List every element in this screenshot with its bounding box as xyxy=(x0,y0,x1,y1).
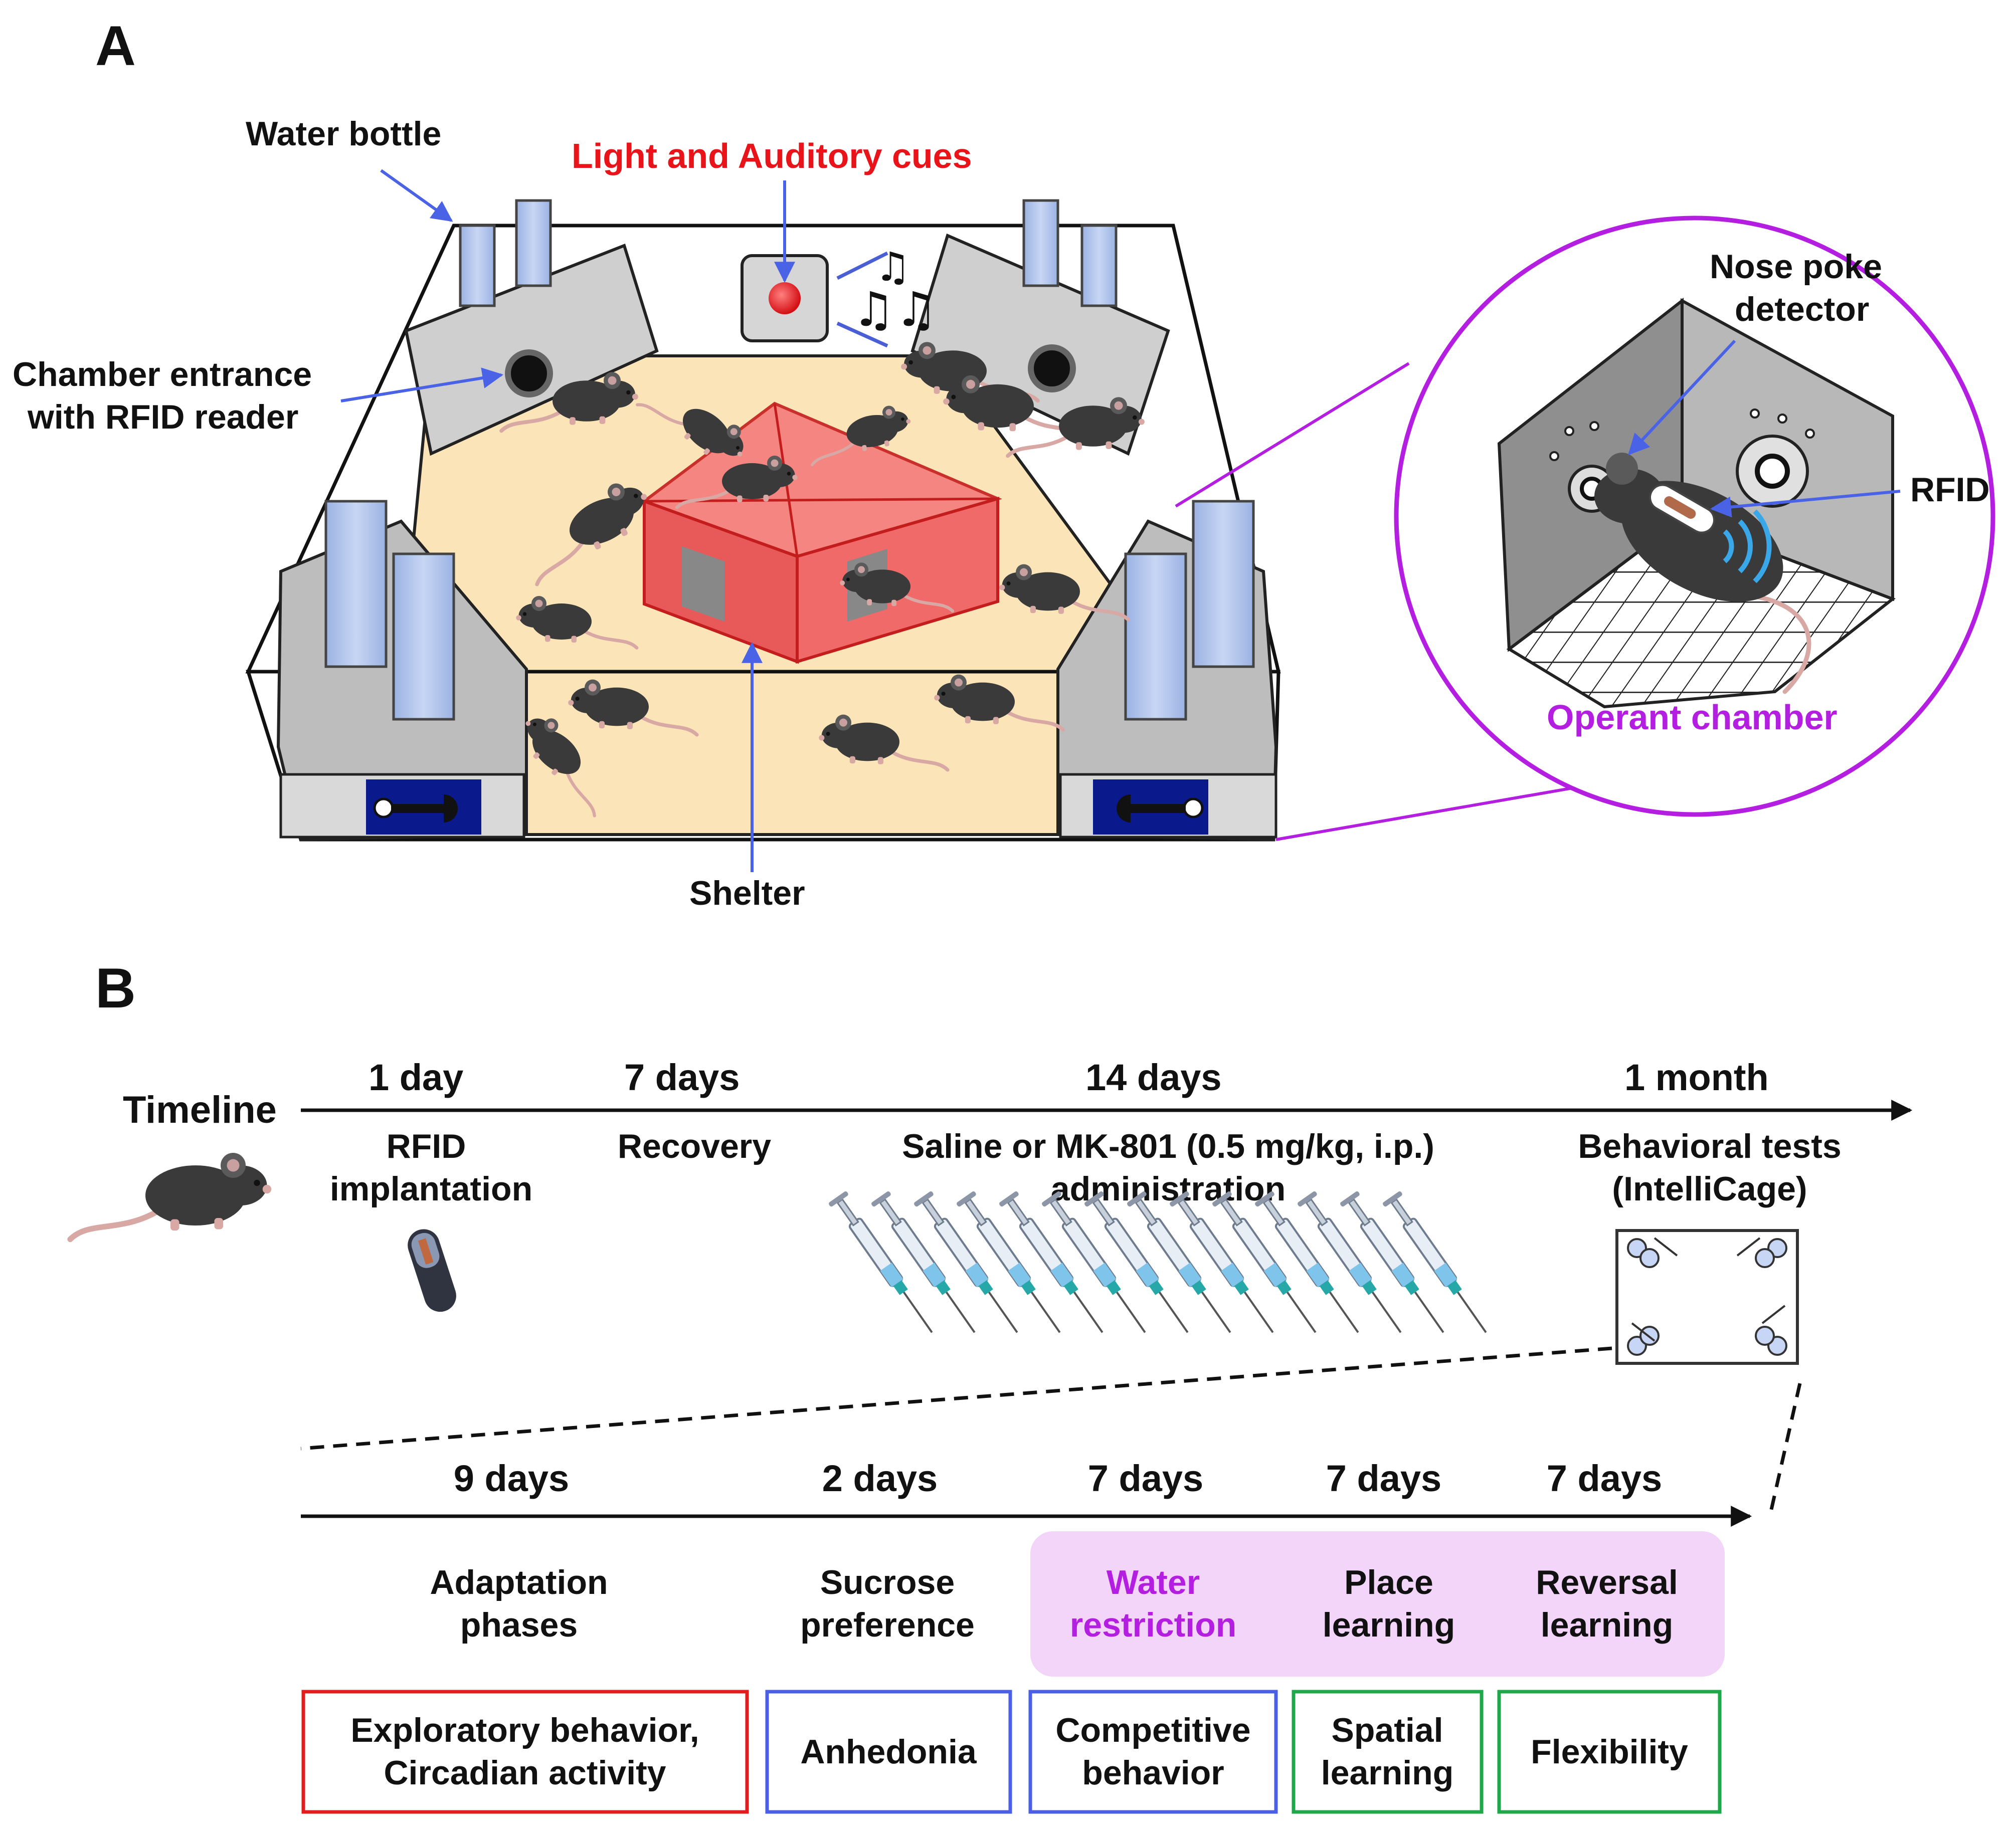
lever-right xyxy=(1117,794,1204,823)
bottom-duration-3: 7 days xyxy=(1088,1458,1203,1499)
bottom-phase-2-line1: Sucrose xyxy=(820,1563,955,1601)
label-nose-poke-1: Nose poke xyxy=(1710,248,1882,286)
top-phase-3-line1: Saline or MK-801 (0.5 mg/kg, i.p.) xyxy=(902,1127,1434,1165)
outcome-1-line2: Circadian activity xyxy=(384,1754,666,1792)
label-entrance-1: Chamber entrance xyxy=(13,355,312,393)
operant-chamber-inset: Nose poke detector RFID Operant chamber xyxy=(1394,216,1995,817)
label-shelter: Shelter xyxy=(689,874,805,912)
label-water-bottle: Water bottle xyxy=(246,115,441,153)
bottom-phase-1-line2: phases xyxy=(460,1606,578,1644)
outcome-box-1 xyxy=(301,1690,749,1814)
music-note-icon: ♫ xyxy=(875,244,911,290)
bottom-phase-4-line1: Place xyxy=(1344,1563,1433,1601)
outcome-3-line2: behavior xyxy=(1082,1754,1224,1792)
top-phase-1-line1: RFID xyxy=(387,1127,466,1165)
outcome-3-line1: Competitive xyxy=(1055,1711,1250,1749)
lever-left xyxy=(373,794,458,823)
bottom-phase-3-line1: Water xyxy=(1107,1563,1200,1601)
bottom-phase-5-line2: learning xyxy=(1541,1606,1674,1644)
dashed-line-right xyxy=(1768,1383,1802,1517)
top-phase-2-line1: Recovery xyxy=(618,1127,771,1165)
panel-a-letter: A xyxy=(95,15,136,77)
top-duration-2: 7 days xyxy=(624,1057,740,1098)
syringes-icon xyxy=(827,1189,1496,1340)
top-phase-4-line2: (IntelliCage) xyxy=(1612,1170,1807,1208)
outcome-box-4 xyxy=(1292,1690,1484,1814)
intellicage-topview-icon xyxy=(1615,1229,1799,1365)
label-rfid: RFID xyxy=(1910,471,1990,509)
arrow-water-bottle xyxy=(380,169,453,222)
cue-led xyxy=(769,282,801,314)
bottom-duration-2: 2 days xyxy=(822,1458,938,1499)
music-notes-icon: ♫♫ xyxy=(852,282,938,337)
timeline-mouse xyxy=(70,1153,271,1240)
entrance-hole-right xyxy=(1028,344,1076,392)
top-phase-1-line2: implantation xyxy=(330,1170,532,1208)
outcome-box-2 xyxy=(765,1690,1012,1814)
bottom-phase-4-line2: learning xyxy=(1323,1606,1455,1644)
intellicage: ♫♫ ♫ xyxy=(245,199,1281,842)
outcome-box-5 xyxy=(1497,1690,1722,1814)
bottom-phase-3-line2: restriction xyxy=(1070,1606,1237,1644)
bottom-phase-2-line2: preference xyxy=(800,1606,975,1644)
bottom-phase-1-line1: Adaptation xyxy=(430,1563,608,1601)
arrow-nose-poke xyxy=(1628,339,1736,456)
sound-line-bottom xyxy=(836,321,888,348)
outcome-4-line2: learning xyxy=(1321,1754,1454,1792)
sound-line-top xyxy=(836,251,888,280)
outcome-boxes xyxy=(301,1690,1722,1814)
timeline-label: Timeline xyxy=(123,1089,277,1131)
arrow-rfid xyxy=(1710,490,1901,518)
top-phase-4-line1: Behavioral tests xyxy=(1578,1127,1841,1165)
zoom-line-top xyxy=(1175,362,1410,508)
outcome-box-3 xyxy=(1028,1690,1278,1814)
bottom-duration-5: 7 days xyxy=(1547,1458,1662,1499)
top-duration-3: 14 days xyxy=(1085,1057,1222,1098)
label-operant: Operant chamber xyxy=(1547,698,1838,737)
entrance-hole-left xyxy=(505,349,553,397)
bottom-phase-5-line1: Reversal xyxy=(1536,1563,1678,1601)
label-entrance-2: with RFID reader xyxy=(27,398,298,436)
bottom-duration-4: 7 days xyxy=(1326,1458,1441,1499)
outcome-4-line1: Spatial xyxy=(1332,1711,1443,1749)
label-nose-poke-2: detector xyxy=(1735,290,1869,328)
top-duration-4: 1 month xyxy=(1624,1057,1769,1098)
panel-b-letter: B xyxy=(95,957,136,1020)
inset-mouse xyxy=(1594,453,1811,694)
outcome-5-line1: Flexibility xyxy=(1531,1733,1688,1771)
rfid-capsule-icon xyxy=(408,1229,456,1312)
arrow-entrance xyxy=(340,367,504,402)
bottom-duration-1: 9 days xyxy=(454,1458,569,1499)
zoom-line-bottom xyxy=(1275,778,1622,841)
highlight-water-restriction xyxy=(1030,1531,1725,1677)
bottles-back xyxy=(459,199,1118,307)
top-duration-1: 1 day xyxy=(369,1057,463,1098)
outcome-2-line1: Anhedonia xyxy=(800,1733,977,1771)
outcome-1-line1: Exploratory behavior, xyxy=(350,1711,699,1749)
bottles-front xyxy=(324,500,1255,721)
label-cues: Light and Auditory cues xyxy=(572,136,972,175)
dashed-line-left xyxy=(300,1346,1612,1451)
